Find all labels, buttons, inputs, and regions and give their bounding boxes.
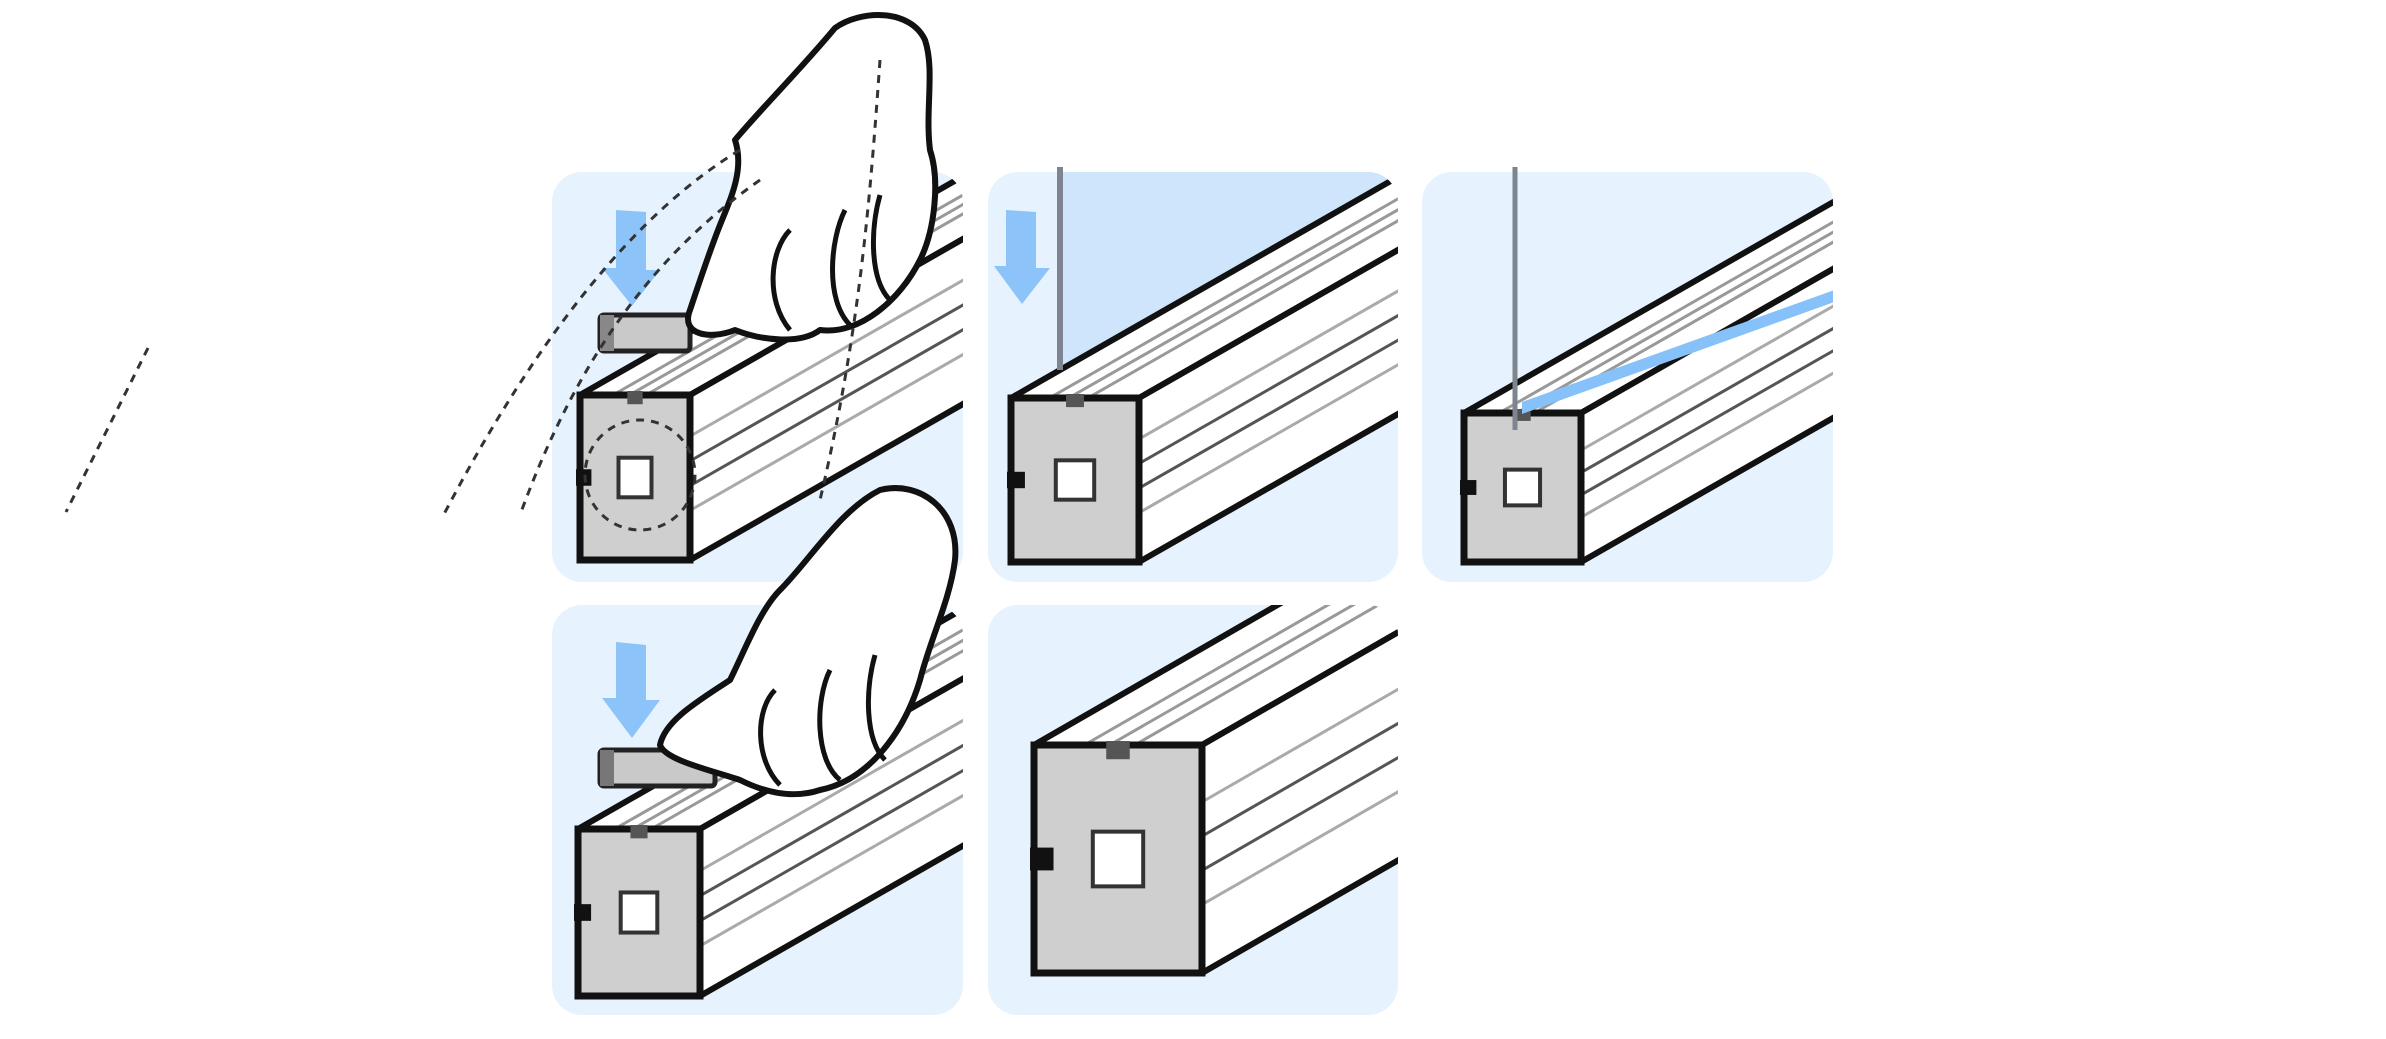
profile-core-bore	[1090, 829, 1146, 889]
motion-lines	[64, 59, 882, 532]
aluminium-profile	[1030, 605, 1398, 977]
insert-strip	[597, 312, 693, 354]
profile-groove	[699, 679, 963, 923]
profile-core-bore	[618, 890, 660, 935]
profile-groove	[1134, 605, 1398, 747]
profile-groove	[1087, 172, 1398, 400]
panel-step-2	[988, 167, 1398, 582]
hand-illustration	[685, 12, 939, 343]
profile-groove	[1498, 172, 1833, 415]
profile-groove	[1515, 172, 1833, 415]
profile-groove	[689, 244, 963, 488]
profile-slot	[627, 391, 643, 405]
profile-groove	[1083, 605, 1398, 747]
profile-groove	[1138, 246, 1398, 490]
profile-slot	[574, 904, 592, 921]
profile-groove	[1138, 271, 1398, 515]
profile-groove	[1201, 639, 1398, 872]
profile-slot	[1460, 480, 1477, 495]
profile-groove	[1048, 172, 1398, 400]
hand-illustration	[657, 485, 959, 798]
profile-slot	[1007, 471, 1025, 489]
panel-step-3	[1422, 167, 1833, 582]
profile-groove	[1067, 172, 1398, 400]
down-arrow-icon	[994, 210, 1050, 304]
profile-slot	[1106, 741, 1130, 760]
profile-slot	[1514, 409, 1531, 421]
profile-groove	[1138, 222, 1398, 465]
down-arrow-icon	[602, 642, 660, 738]
profile-groove	[1108, 605, 1398, 747]
profile-groove	[1580, 253, 1833, 497]
profile-groove	[1201, 605, 1398, 838]
profile-slot	[1030, 847, 1054, 871]
profile-groove	[1580, 231, 1833, 474]
profile-slot	[1066, 394, 1084, 408]
profile-slot	[630, 825, 648, 839]
profile-groove	[689, 219, 963, 463]
profile-groove	[689, 194, 963, 438]
profile-groove	[699, 629, 963, 873]
profile-groove	[699, 704, 963, 948]
profile-groove	[1138, 197, 1398, 441]
profile-groove	[699, 654, 963, 898]
panel-step-5	[988, 605, 1398, 1015]
down-arrow-icon	[602, 210, 660, 306]
aluminium-profile	[1460, 172, 1833, 566]
glass-pane	[1060, 172, 1398, 368]
profile-groove	[1580, 208, 1833, 452]
profile-side-face	[1199, 605, 1398, 976]
profile-core-bore	[1053, 458, 1097, 502]
profile-core-bore	[616, 455, 654, 500]
seal-stripe	[1522, 288, 1833, 414]
profile-groove	[1580, 275, 1833, 519]
profile-core-bore	[1502, 467, 1543, 508]
aluminium-profile	[1007, 172, 1398, 566]
profile-groove	[1201, 605, 1398, 804]
profile-groove	[689, 269, 963, 512]
profile-groove	[1201, 673, 1398, 906]
